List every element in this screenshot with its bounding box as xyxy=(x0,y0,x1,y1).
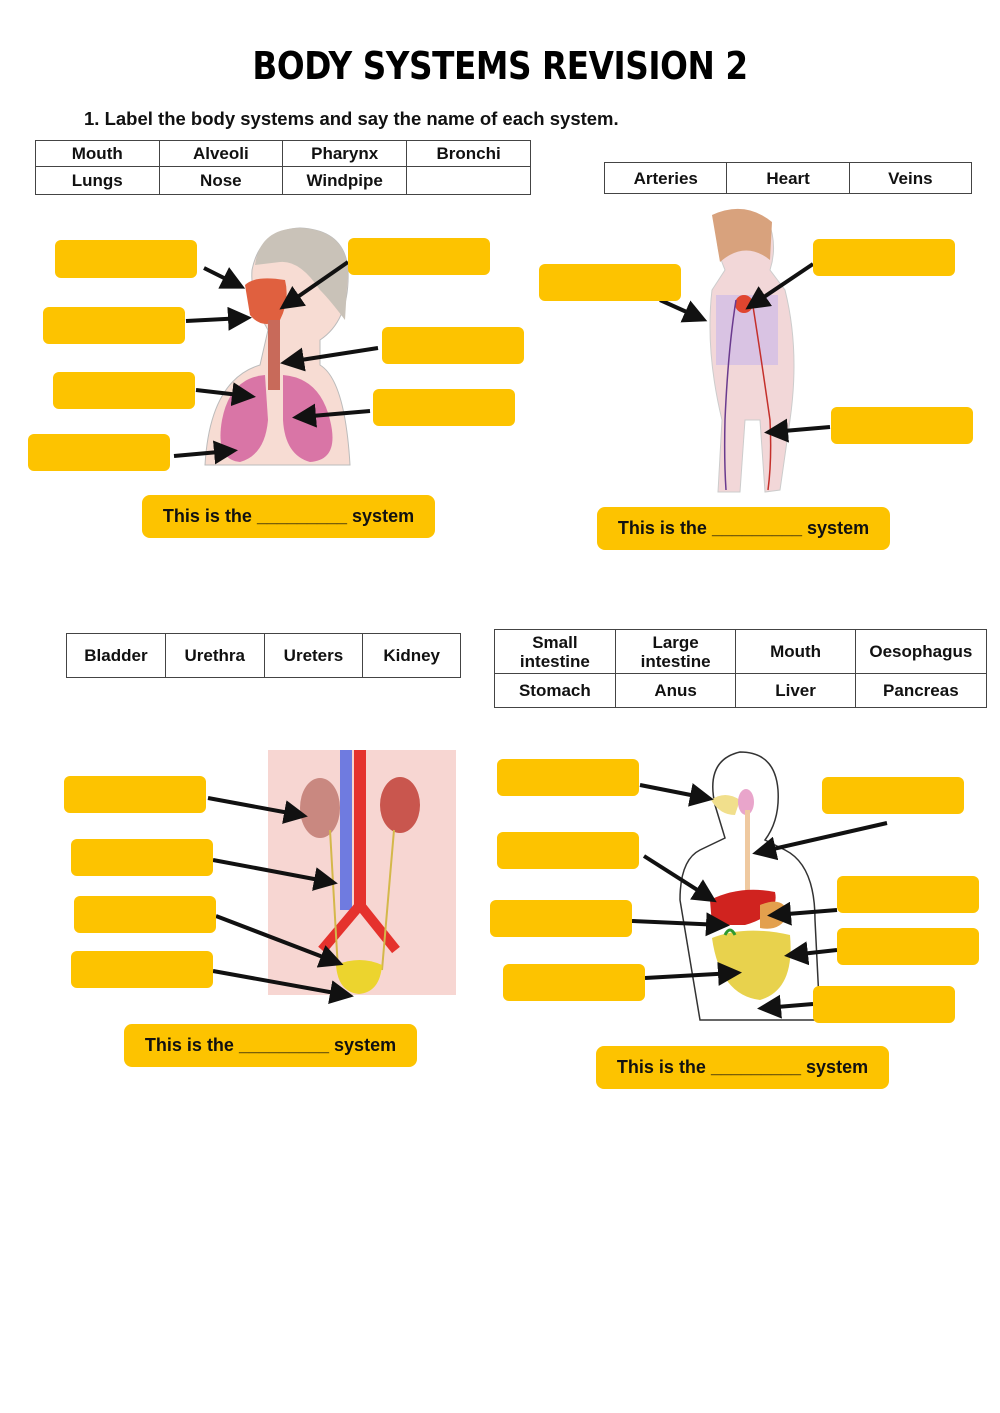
urinary-answer-box-1[interactable] xyxy=(64,776,206,813)
word-bank-cell: Ureters xyxy=(263,633,364,678)
word-bank-cell: Stomach xyxy=(494,673,616,708)
word-bank-cell: Large intestine xyxy=(614,629,737,674)
word-bank-cell: Veins xyxy=(848,162,973,194)
word-bank-cell: Pancreas xyxy=(854,673,988,708)
urinary-illustration xyxy=(268,750,456,995)
urinary-answer-box-4[interactable] xyxy=(71,951,213,988)
urinary-system-name-box[interactable]: This is the _________ system xyxy=(124,1024,417,1067)
word-bank-cell: Liver xyxy=(735,673,856,708)
word-bank-cell: Oesophagus xyxy=(854,629,988,674)
urinary-answer-box-2[interactable] xyxy=(71,839,213,876)
urinary-answer-box-3[interactable] xyxy=(74,896,216,933)
word-bank-cell: Kidney xyxy=(362,633,461,678)
digestive-answer-box-8[interactable] xyxy=(813,986,955,1023)
respiratory-system-name-box[interactable]: This is the _________ system xyxy=(142,495,435,538)
digestive-answer-box-2[interactable] xyxy=(822,777,964,814)
digestive-answer-box-4[interactable] xyxy=(837,876,979,913)
word-bank-cell: Nose xyxy=(158,166,284,195)
page-title: BODY SYSTEMS REVISION 2 xyxy=(252,44,748,88)
digestive-system-name-box[interactable]: This is the _________ system xyxy=(596,1046,889,1089)
digestive-word-bank: Small intestine Large intestine Mouth Oe… xyxy=(494,629,988,708)
digestive-answer-box-1[interactable] xyxy=(497,759,639,796)
word-bank-cell: Mouth xyxy=(35,140,160,167)
respiratory-answer-box-1[interactable] xyxy=(55,240,197,278)
word-bank-cell: Alveoli xyxy=(158,140,284,167)
word-bank-cell: Anus xyxy=(614,673,737,708)
urinary-arrows xyxy=(207,796,354,1004)
respiratory-word-bank: Mouth Alveoli Pharynx Bronchi Lungs Nose… xyxy=(35,140,531,195)
respiratory-answer-box-4[interactable] xyxy=(382,327,524,364)
respiratory-answer-box-6[interactable] xyxy=(373,389,515,426)
word-bank-cell: Arteries xyxy=(603,162,728,194)
word-bank-cell: Bronchi xyxy=(406,140,531,167)
digestive-answer-box-5[interactable] xyxy=(490,900,632,937)
word-bank-cell: Windpipe xyxy=(282,166,408,195)
respiratory-arrows xyxy=(173,260,379,465)
circulatory-illustration xyxy=(709,208,795,493)
respiratory-answer-box-3[interactable] xyxy=(43,307,185,344)
word-bank-cell: Urethra xyxy=(164,633,265,678)
respiratory-answer-box-7[interactable] xyxy=(28,434,170,471)
word-bank-cell: Small intestine xyxy=(494,629,616,674)
circulatory-answer-box-1[interactable] xyxy=(539,264,681,301)
digestive-answer-box-3[interactable] xyxy=(497,832,639,869)
digestive-answer-box-6[interactable] xyxy=(837,928,979,965)
word-bank-cell xyxy=(406,166,531,195)
digestive-answer-box-7[interactable] xyxy=(503,964,645,1001)
circulatory-answer-box-2[interactable] xyxy=(813,239,955,276)
respiratory-answer-box-2[interactable] xyxy=(348,238,490,275)
instruction-text: 1. Label the body systems and say the na… xyxy=(84,108,619,129)
word-bank-cell: Mouth xyxy=(735,629,856,674)
word-bank-cell: Pharynx xyxy=(282,140,408,167)
circulatory-system-name-box[interactable]: This is the _________ system xyxy=(597,507,890,550)
circulatory-arrows xyxy=(659,262,831,443)
word-bank-cell: Bladder xyxy=(66,633,166,678)
respiratory-answer-box-5[interactable] xyxy=(53,372,195,409)
word-bank-cell: Lungs xyxy=(35,166,160,195)
respiratory-illustration xyxy=(204,227,351,466)
urinary-word-bank: Bladder Urethra Ureters Kidney xyxy=(66,633,461,678)
word-bank-cell: Heart xyxy=(726,162,850,194)
circulatory-answer-box-3[interactable] xyxy=(831,407,973,444)
circulatory-word-bank: Arteries Heart Veins xyxy=(603,162,973,194)
digestive-illustration xyxy=(679,751,821,1021)
